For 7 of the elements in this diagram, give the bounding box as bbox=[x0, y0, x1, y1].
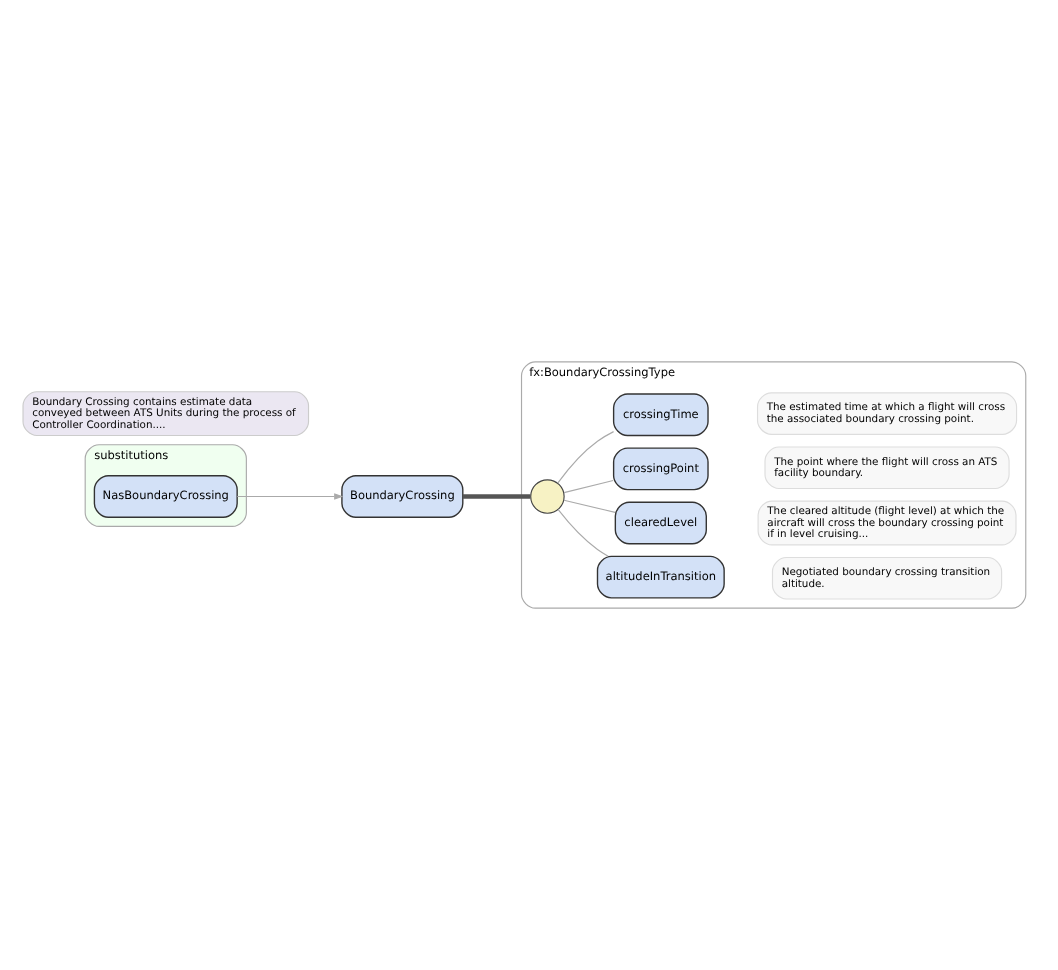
connector bbox=[563, 479, 614, 494]
connector bbox=[563, 499, 616, 513]
connector bbox=[557, 509, 609, 557]
connector bbox=[557, 431, 615, 484]
node-circle bbox=[530, 479, 565, 514]
arrow bbox=[236, 493, 344, 500]
connector bbox=[462, 494, 531, 499]
